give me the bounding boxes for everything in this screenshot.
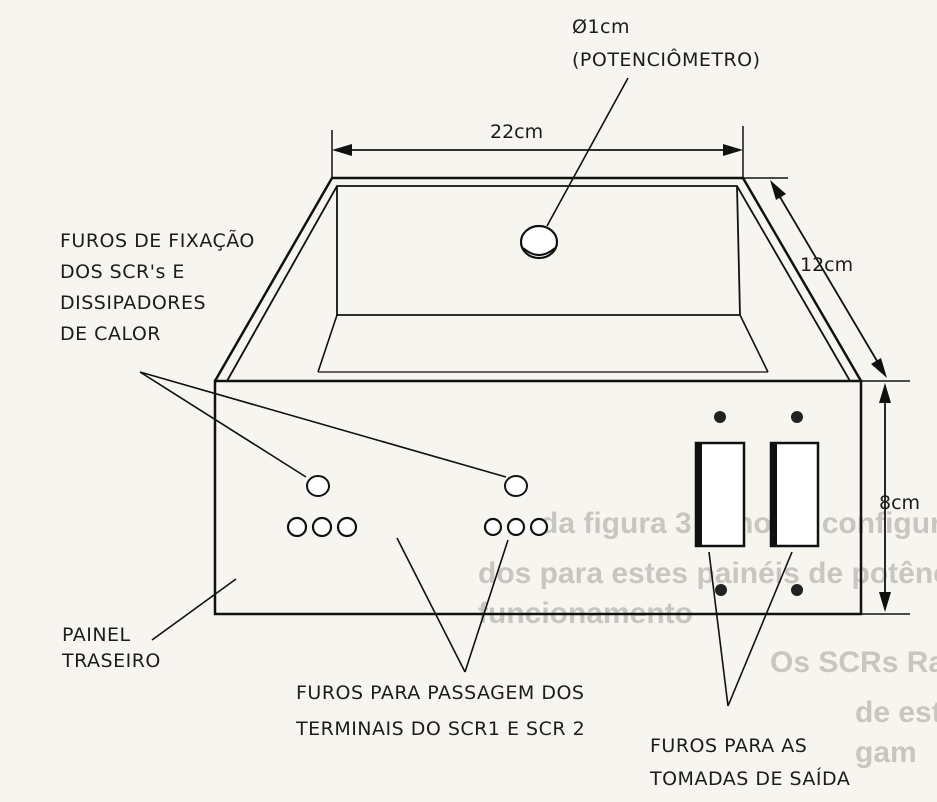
potentiometer-hole-shade [522,247,556,256]
back-wall [336,185,741,316]
rear-panel-label-line-1: PAINEL [62,624,131,646]
scr1-terminal-hole-3 [336,516,358,538]
scr1-terminal-hole-2 [311,516,333,538]
bleed-line-2: dos para estes painéis de potência com [478,557,937,590]
bleed-line-6: gam [855,736,917,769]
top-rim-outer [213,176,863,382]
top-rim-inner [226,185,851,382]
terminal-leader-1 [396,537,466,673]
floor-edges [317,314,769,373]
rear-panel-leader [151,578,237,641]
height-arrow-bottom [879,592,891,612]
depth-arrow-top [770,180,786,200]
scr2-terminal-hole-3 [529,517,549,537]
potentiometer-size-label: Ø1cm [572,16,630,38]
depth-dim-line [776,191,881,367]
terminal-holes-label-line-1: FUROS PARA PASSAGEM DOS [296,682,584,704]
outlet-holes-label-line-1: FUROS PARA AS [650,735,807,757]
bleed-line-4: Os SCRs Ramos [770,646,937,679]
depth-arrow-bottom [871,358,887,378]
potentiometer-name-label: (POTENCIÔMETRO) [572,47,761,71]
scr1-terminal-hole-1 [286,516,308,538]
width-arrow-right [723,144,743,156]
fixing-holes-label-line-1: FUROS DE FIXAÇÃO [60,229,255,252]
fixing-holes-label-line-4: DE CALOR [60,323,161,345]
enclosure-box [213,176,863,616]
outlet-holes-label-line-2: TOMADAS DE SAÍDA [649,767,850,790]
height-arrow-top [879,383,891,403]
height-label: 8cm [879,492,920,514]
potentiometer-leader [546,77,629,227]
width-arrow-left [332,144,352,156]
fixing-leader-2 [139,371,507,478]
terminal-holes-label-line-2: TERMINAIS DO SCR1 E SCR 2 [295,718,585,740]
outlet-leader-1 [708,551,729,707]
fixing-holes-label-line-2: DOS SCR's E [60,261,185,283]
dimension-lines [331,126,910,615]
rear-panel-outline [213,379,863,616]
output-socket-1 [694,441,746,548]
leader-lines [139,77,793,707]
terminal-leader-2 [464,539,509,673]
scr1-fixing-hole [306,475,330,497]
fixing-holes-label-line-3: DISSIPADORES [60,292,206,314]
bleed-line-5: de estudo [855,696,937,729]
output-socket-2 [769,441,820,548]
potentiometer-hole [519,224,559,260]
output-sockets [694,411,820,596]
scr-terminal-holes [286,516,549,538]
rear-panel-label-line-2: TRASEIRO [61,650,161,672]
socket1-screw-bottom [715,584,727,596]
outlet-leader-2 [727,551,793,707]
socket2-screw-top [791,411,803,423]
socket2-screw-bottom [791,584,803,596]
potentiometer-hole-outer [519,224,559,260]
fixing-leader-1 [139,371,307,478]
output-socket-1-shade [696,443,702,546]
output-socket-2-shade [771,443,777,546]
socket1-screw-top [714,411,726,423]
scr2-fixing-hole [504,475,528,497]
depth-label: 12cm [800,254,853,276]
scr2-terminal-hole-2 [506,517,526,537]
width-label: 22cm [490,121,543,143]
scr-fixing-holes [306,475,528,497]
scr2-terminal-hole-1 [483,517,503,537]
